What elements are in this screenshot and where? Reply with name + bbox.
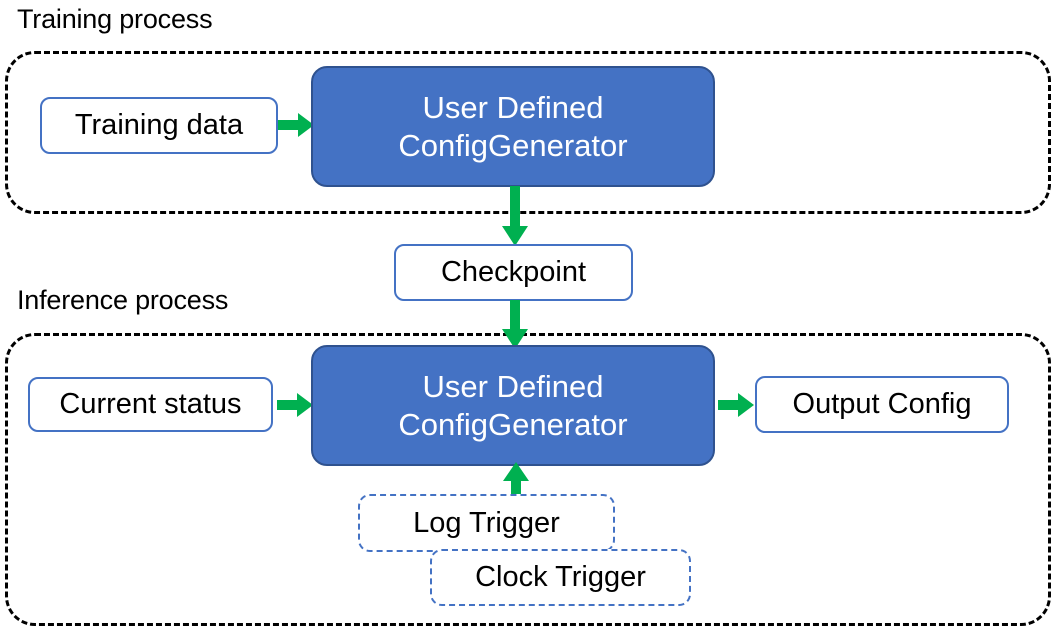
arrow-generator-to-checkpoint xyxy=(502,186,528,246)
node-checkpoint[interactable]: Checkpoint xyxy=(394,244,633,301)
node-training-data-label: Training data xyxy=(74,109,244,141)
arrow-training-data-to-generator xyxy=(278,113,314,137)
node-train-config-generator-line2: ConfigGenerator xyxy=(398,127,628,163)
node-log-trigger[interactable]: Log Trigger xyxy=(358,494,615,552)
node-output-config-label: Output Config xyxy=(792,388,972,420)
node-infer-config-generator-line2: ConfigGenerator xyxy=(398,406,628,442)
node-current-status[interactable]: Current status xyxy=(28,377,273,432)
arrow-current-status-to-infer-generator xyxy=(277,393,313,417)
node-train-config-generator-label: User Defined ConfigGenerator xyxy=(398,89,627,165)
node-training-data[interactable]: Training data xyxy=(40,97,278,154)
node-output-config[interactable]: Output Config xyxy=(755,376,1009,433)
node-clock-trigger-label: Clock Trigger xyxy=(475,561,646,593)
node-checkpoint-label: Checkpoint xyxy=(440,256,587,288)
inference-process-caption: Inference process xyxy=(17,285,229,315)
node-current-status-label: Current status xyxy=(59,388,242,420)
node-train-config-generator-line1: User Defined xyxy=(422,89,604,125)
training-process-container xyxy=(5,51,1051,214)
node-train-config-generator[interactable]: User Defined ConfigGenerator xyxy=(311,66,715,187)
training-process-caption: Training process xyxy=(17,4,213,34)
arrow-infer-generator-to-output-config xyxy=(718,393,754,417)
node-infer-config-generator[interactable]: User Defined ConfigGenerator xyxy=(311,345,715,466)
node-log-trigger-label: Log Trigger xyxy=(413,506,560,539)
node-infer-config-generator-label: User Defined ConfigGenerator xyxy=(398,368,627,444)
inference-process-container xyxy=(5,333,1051,626)
arrow-checkpoint-to-infer-generator xyxy=(502,300,528,349)
node-clock-trigger[interactable]: Clock Trigger xyxy=(430,549,691,606)
arrow-trigger-to-infer-generator xyxy=(503,462,529,500)
node-infer-config-generator-line1: User Defined xyxy=(422,368,604,404)
